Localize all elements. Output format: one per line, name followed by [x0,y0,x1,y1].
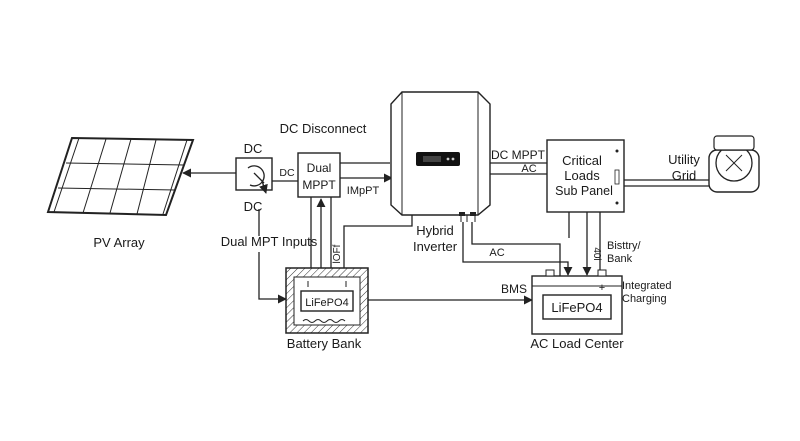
integrated-line2: Charging [622,293,667,305]
dc-top-label: DC [244,141,263,156]
pv-array-label: PV Array [93,235,145,250]
plus-sign: + [599,282,605,294]
critical-loads-panel [546,139,625,213]
dc-mppt-label: DC MPPT [491,148,546,162]
battery-bank [285,267,369,334]
imppt-label: IMpPT [347,185,380,197]
mppt-line1: Dual [307,161,332,175]
hybrid-line1: Hybrid [416,223,454,238]
battery-bank-label: Battery Bank [287,336,362,351]
utility-grid-meter [708,135,760,193]
critical-line2: Loads [564,168,600,183]
utility-line2: Grid [672,168,697,183]
inverter-to-battery-line [343,215,413,268]
ac-inverter-panel-label: AC [521,163,536,175]
inverter-ac-to-load-center [462,222,573,276]
utility-line1: Utility [668,152,700,167]
inputs-to-battery-arrow [258,252,287,304]
battery-lifepo4-left: LiFePO4 [305,297,348,309]
battery-lifepo4-right: LiFePO4 [551,300,602,315]
loft-label: lOFf [332,244,343,263]
dual-mppt-controller [297,152,341,198]
bisttry-line2: Bank [607,253,633,265]
vertical-40i-label: 40i [591,247,602,260]
dc-bottom-label: DC [244,199,263,214]
critical-line3: Sub Panel [555,184,613,198]
inverter-line-2 [471,222,561,276]
dc-small-label: DC [279,167,295,179]
ac-lower-label: AC [489,247,504,259]
dc-disconnect-label: DC Disconnect [280,121,367,136]
mppt-line2: MPPT [302,178,336,192]
pv-array [46,136,195,217]
ac-load-center-label: AC Load Center [530,336,624,351]
hybrid-inverter [390,91,491,222]
integrated-line1: Integrated [622,280,672,292]
ac-load-center [531,269,623,335]
bisttry-line1: Bisttry/ [607,240,642,252]
dual-mpt-inputs-label: Dual MPT Inputs [221,234,318,249]
bms-label: BMS [501,282,527,296]
critical-line1: Critical [562,153,602,168]
hybrid-line2: Inverter [413,239,458,254]
dc-disconnect-switch [235,157,273,194]
